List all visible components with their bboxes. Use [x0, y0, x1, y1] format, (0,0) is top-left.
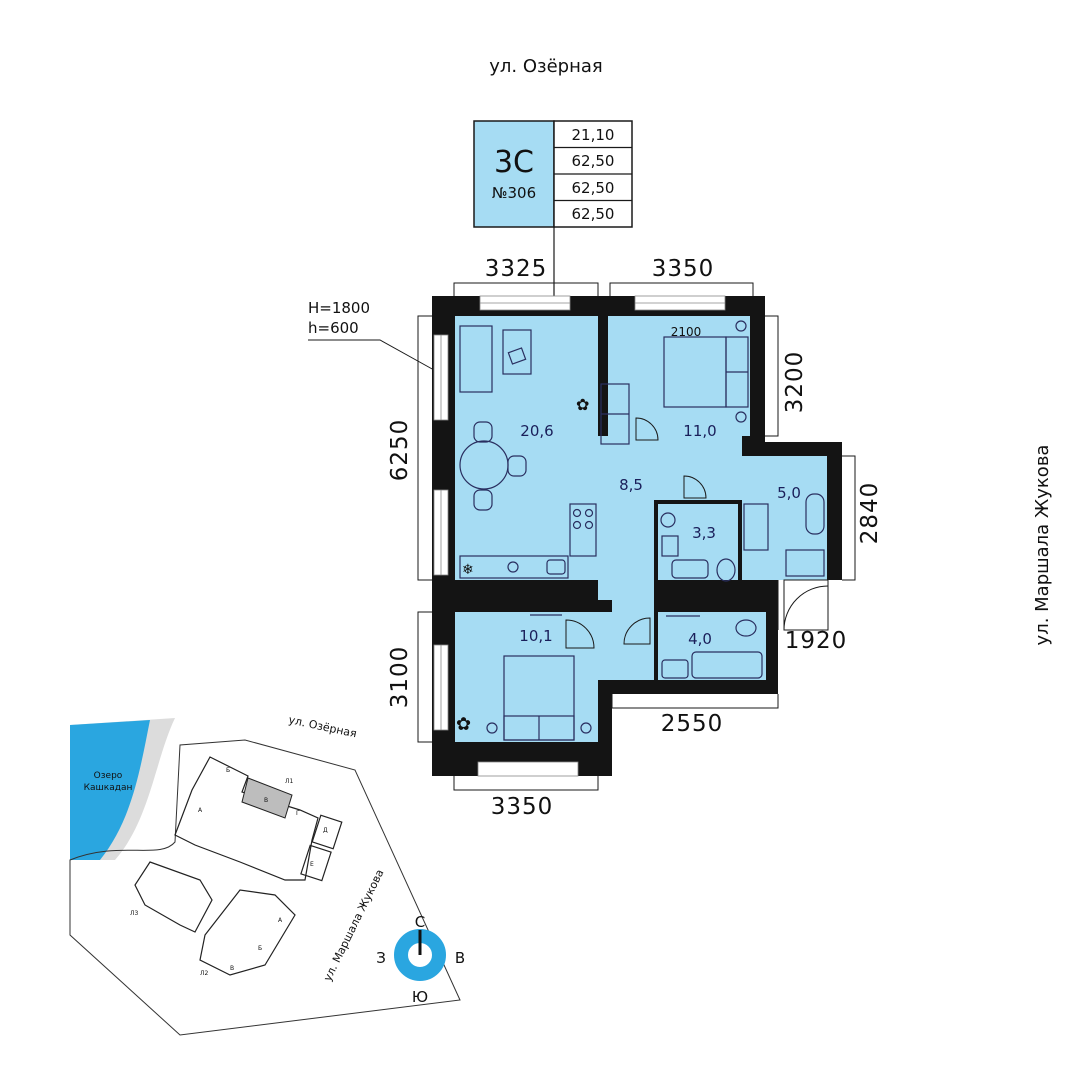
compass-east: В — [455, 949, 465, 967]
block-label: Л2 — [200, 970, 209, 977]
block-label: Л1 — [285, 778, 294, 785]
svg-text:✿: ✿ — [456, 714, 471, 735]
street-label-top: ул. Озёрная — [489, 56, 602, 77]
area-value-4: 62,50 — [572, 205, 615, 223]
snowflake-icon: ❄ — [462, 562, 474, 578]
block-label: Б — [226, 767, 230, 774]
dim-bottom-right: 2550 — [661, 711, 724, 737]
dim-left-upper: 6250 — [387, 419, 413, 482]
site-street-top: ул. Озёрная — [287, 713, 358, 740]
area-value-3: 62,50 — [572, 179, 615, 197]
area-living: 20,6 — [520, 422, 553, 440]
block-label: А — [198, 807, 203, 814]
dimension-lines — [417, 282, 856, 791]
bed-width-label: 2100 — [671, 325, 702, 339]
apartment-number: №306 — [492, 184, 536, 202]
block-label: Г — [296, 810, 300, 817]
dim-right-upper: 3200 — [782, 351, 808, 414]
block-label: Д — [323, 827, 328, 834]
area-bath-1: 3,3 — [692, 524, 716, 542]
site-plan: Озеро Кашкадан ул. Озёрная ул. Маршала Ж… — [69, 713, 461, 1036]
street-label-right: ул. Маршала Жукова — [1032, 445, 1053, 646]
area-bedroom-1: 11,0 — [683, 422, 716, 440]
room-kitchen — [742, 456, 827, 580]
lake-label-1: Озеро — [94, 771, 123, 781]
block-label: В — [264, 797, 268, 804]
dim-top-right: 3350 — [652, 256, 715, 282]
lake — [70, 720, 150, 860]
window-sill: h=600 — [308, 319, 359, 337]
area-bedroom-2: 10,1 — [519, 627, 552, 645]
window-annotation-line — [308, 339, 435, 371]
compass-icon: С Ю З В — [376, 913, 465, 1006]
block-label: А — [278, 917, 283, 924]
block-label: Б — [258, 945, 262, 952]
compass-south: Ю — [412, 988, 428, 1006]
block-label: Е — [310, 861, 314, 868]
dim-right-middle: 2840 — [857, 482, 883, 545]
dim-balcony: 1920 — [785, 628, 848, 654]
dim-left-lower: 3100 — [387, 646, 413, 709]
area-value-2: 62,50 — [572, 152, 615, 170]
lake-label-2: Кашкадан — [84, 783, 133, 793]
block-label: В — [230, 965, 234, 972]
area-bath-2: 4,0 — [688, 630, 712, 648]
area-kitchen: 5,0 — [777, 484, 801, 502]
apartment-type: 3С — [494, 145, 534, 180]
compass-north: С — [415, 913, 425, 931]
room-bath-2 — [658, 612, 766, 680]
dim-bottom-left: 3350 — [491, 794, 554, 820]
block-label: Л3 — [130, 910, 139, 917]
apartment-info-box: 3С №306 21,10 62,50 62,50 62,50 — [473, 120, 633, 228]
floor-plan: ❄ ✿ ✿ — [432, 295, 842, 777]
room-bath-1 — [658, 504, 738, 580]
room-living — [455, 316, 598, 580]
area-hall: 8,5 — [619, 476, 643, 494]
area-value-1: 21,10 — [572, 126, 615, 144]
window-height: H=1800 — [308, 299, 370, 317]
plant-icon: ✿ — [576, 395, 589, 414]
dim-top-left: 3325 — [485, 256, 548, 282]
compass-west: З — [376, 949, 386, 967]
